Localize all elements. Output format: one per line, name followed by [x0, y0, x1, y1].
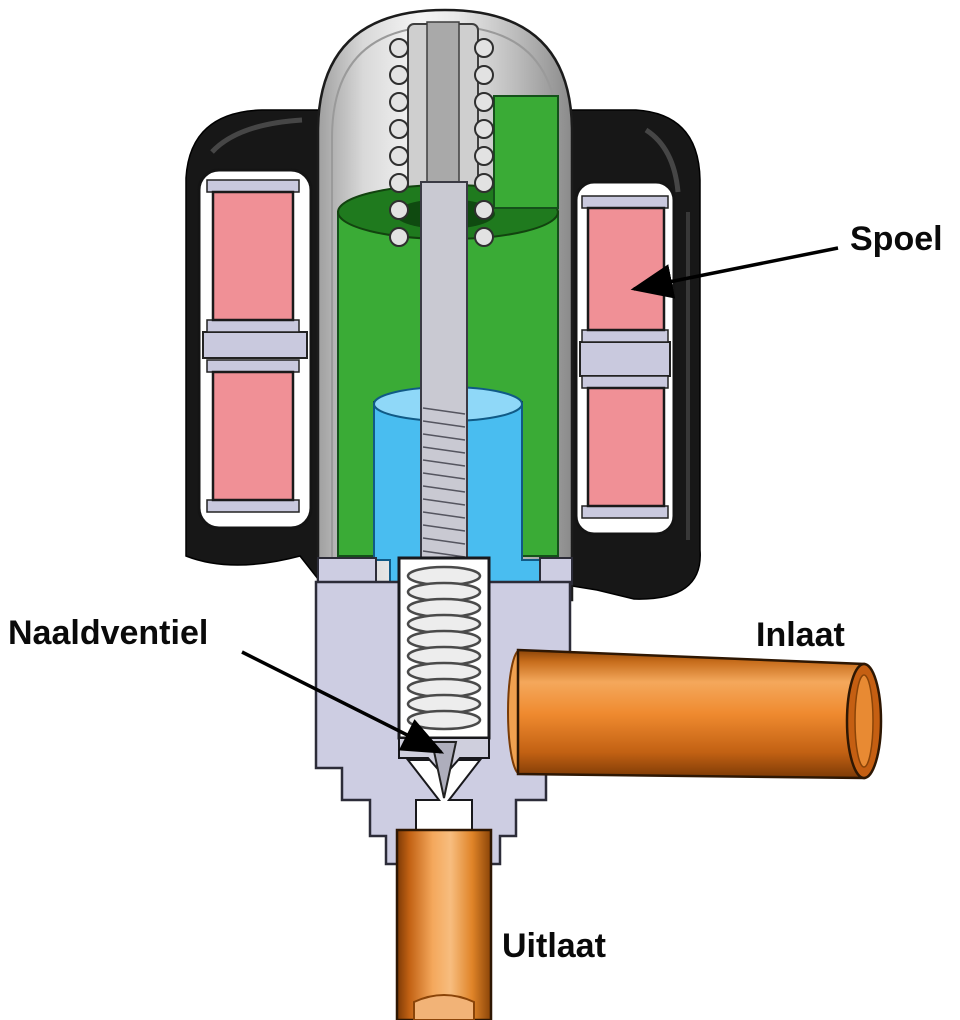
bobbin-flange: [206, 499, 300, 513]
rotor-upper-block: [493, 95, 559, 209]
bobbin-flange: [206, 179, 300, 193]
bobbin-flange: [581, 505, 669, 519]
inlet-pipe-body: [516, 648, 866, 780]
needle-spring-group: [397, 556, 491, 835]
casing-highlight-top-left: [210, 117, 303, 154]
inlet-pipe-end-bore: [854, 674, 874, 768]
outlet-pipe-body: [395, 828, 493, 1020]
spindle-group: [420, 181, 468, 565]
bobbin-flange: [581, 329, 669, 343]
bobbin-flange: [581, 375, 669, 389]
bobbin-flange: [206, 359, 300, 373]
coil-divider-right: [579, 341, 671, 377]
uitlaat-label: Uitlaat: [502, 927, 606, 965]
body-shoulder-left: [317, 557, 377, 585]
coil-winding-lower-left: [211, 370, 295, 502]
coil-assembly-right: [574, 180, 676, 536]
needle-spring-coils: [406, 565, 482, 731]
top-spring-coils: [389, 38, 494, 247]
coil-winding-lower-right: [586, 386, 666, 508]
inlet-pipe-group: [507, 648, 883, 780]
bobbin-flange: [206, 319, 300, 333]
naaldventiel-label: Naaldventiel: [8, 614, 208, 652]
coil-winding-upper-right: [586, 206, 666, 332]
body-shoulder-right: [539, 557, 573, 585]
inlaat-label: Inlaat: [756, 616, 845, 654]
spindle-thread: [422, 407, 466, 558]
bobbin-flange: [581, 195, 669, 209]
outlet-pipe-bore: [413, 994, 475, 1020]
annotations: Spoel Naaldventiel Inlaat Uitlaat: [8, 220, 943, 965]
spoel-arrow: [630, 246, 839, 299]
naaldventiel-arrow: [241, 650, 445, 754]
coil-divider-left: [202, 331, 308, 359]
coil-winding-upper-left: [211, 190, 295, 322]
spoel-label: Spoel: [850, 220, 943, 258]
casing-highlight-top-right: [644, 127, 681, 193]
spindle-shaft: [420, 181, 468, 565]
coil-assembly-left: [197, 168, 313, 530]
outlet-pipe-group: [395, 828, 493, 1020]
